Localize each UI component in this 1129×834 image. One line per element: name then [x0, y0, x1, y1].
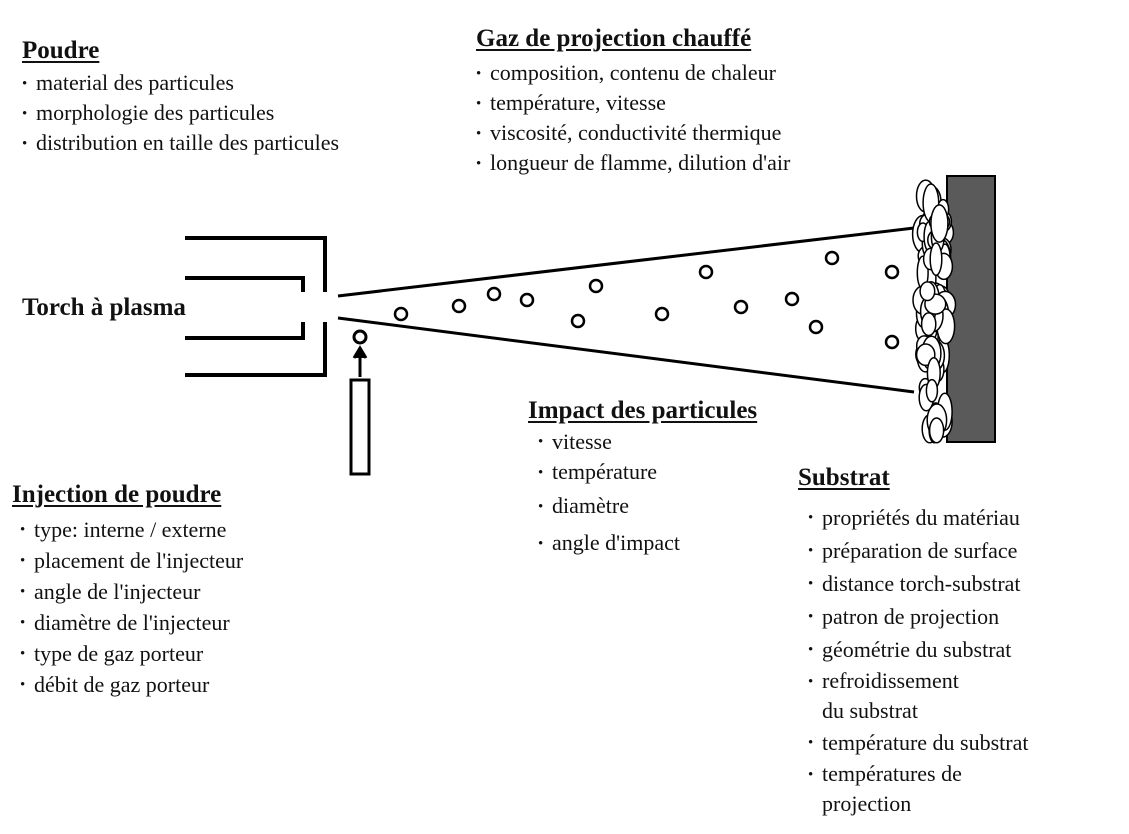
- injection-item: débit de gaz porteur: [20, 669, 243, 701]
- poudre-item: distribution en taille des particules: [22, 128, 339, 159]
- injection-item: type: interne / externe: [20, 514, 243, 546]
- substrat-item: préparation de surface: [808, 534, 1029, 568]
- gaz-item: composition, contenu de chaleur: [476, 58, 790, 89]
- coating-splat: [928, 417, 945, 444]
- torch-body: [185, 236, 327, 377]
- particle: [808, 319, 824, 335]
- substrat-item: patron de projection: [808, 600, 1029, 634]
- gaz-item: température, vitesse: [476, 88, 790, 119]
- gaz-item: longueur de flamme, dilution d'air: [476, 148, 790, 179]
- poudre-section: Poudre material des particules morpholog…: [22, 36, 339, 159]
- substrat-heading: Substrat: [798, 464, 890, 491]
- substrat-item: géométrie du substrat: [808, 633, 1029, 667]
- poudre-heading: Poudre: [22, 37, 100, 64]
- gaz-heading: Gaz de projection chauffé: [476, 25, 752, 52]
- impact-heading: Impact des particules: [528, 397, 758, 424]
- coating-splats: [911, 179, 957, 444]
- particle: [393, 306, 409, 322]
- powder-injector: [349, 329, 371, 476]
- coating-splat: [930, 204, 949, 243]
- particle: [451, 298, 467, 314]
- coating-splat: [920, 312, 937, 337]
- gaz-list: composition, contenu de chaleur températ…: [476, 58, 790, 179]
- substrat-list: propriétés du matériau préparation de su…: [808, 501, 1029, 819]
- particle: [698, 264, 714, 280]
- substrat-item: propriétés du matériau: [808, 501, 1029, 535]
- particle: [519, 292, 535, 308]
- substrat-item: températures de: [808, 759, 1029, 790]
- substrat-section: Substrat propriétés du matériau préparat…: [798, 463, 1029, 819]
- impact-item: angle d'impact: [538, 523, 757, 564]
- impact-section: Impact des particules vitesse températur…: [528, 396, 758, 564]
- impact-item: diamètre: [538, 489, 757, 524]
- particle: [588, 278, 604, 294]
- particle: [654, 306, 670, 322]
- particle: [733, 299, 749, 315]
- injection-item: angle de l'injecteur: [20, 576, 243, 608]
- gaz-section: Gaz de projection chauffé composition, c…: [476, 24, 790, 179]
- substrat-item: température du substrat: [808, 726, 1029, 760]
- gaz-item: viscosité, conductivité thermique: [476, 118, 790, 149]
- substrat-item-continuation: projection: [822, 791, 912, 816]
- particle: [884, 334, 900, 350]
- poudre-item: material des particules: [22, 68, 339, 99]
- impact-item: vitesse: [538, 428, 757, 456]
- particle: [884, 264, 900, 280]
- particle: [570, 313, 586, 329]
- impact-item: température: [538, 455, 757, 490]
- poudre-list: material des particules morphologie des …: [22, 68, 339, 159]
- injection-heading: Injection de poudre: [12, 481, 222, 508]
- coating-splat: [925, 378, 939, 403]
- impact-list: vitesse température diamètre angle d'imp…: [538, 428, 757, 564]
- injection-item: type de gaz porteur: [20, 638, 243, 670]
- particle: [486, 286, 502, 302]
- poudre-item: morphologie des particules: [22, 98, 339, 129]
- particles: [393, 250, 900, 350]
- substrat-item-continuation: du substrat: [822, 698, 918, 723]
- coating-splat: [929, 242, 943, 276]
- coating-splat: [919, 281, 936, 302]
- particle: [784, 291, 800, 307]
- particle: [824, 250, 840, 266]
- substrat-item: distance torch-substrat: [808, 567, 1029, 601]
- injection-list: type: interne / externe placement de l'i…: [20, 514, 243, 701]
- injection-section: Injection de poudre type: interne / exte…: [12, 480, 243, 701]
- spray-cone: [337, 226, 915, 394]
- injection-item: diamètre de l'injecteur: [20, 607, 243, 639]
- torch-label: Torch à plasma: [22, 294, 186, 321]
- substrat-item: refroidissement: [808, 666, 1029, 697]
- injection-item: placement de l'injecteur: [20, 545, 243, 577]
